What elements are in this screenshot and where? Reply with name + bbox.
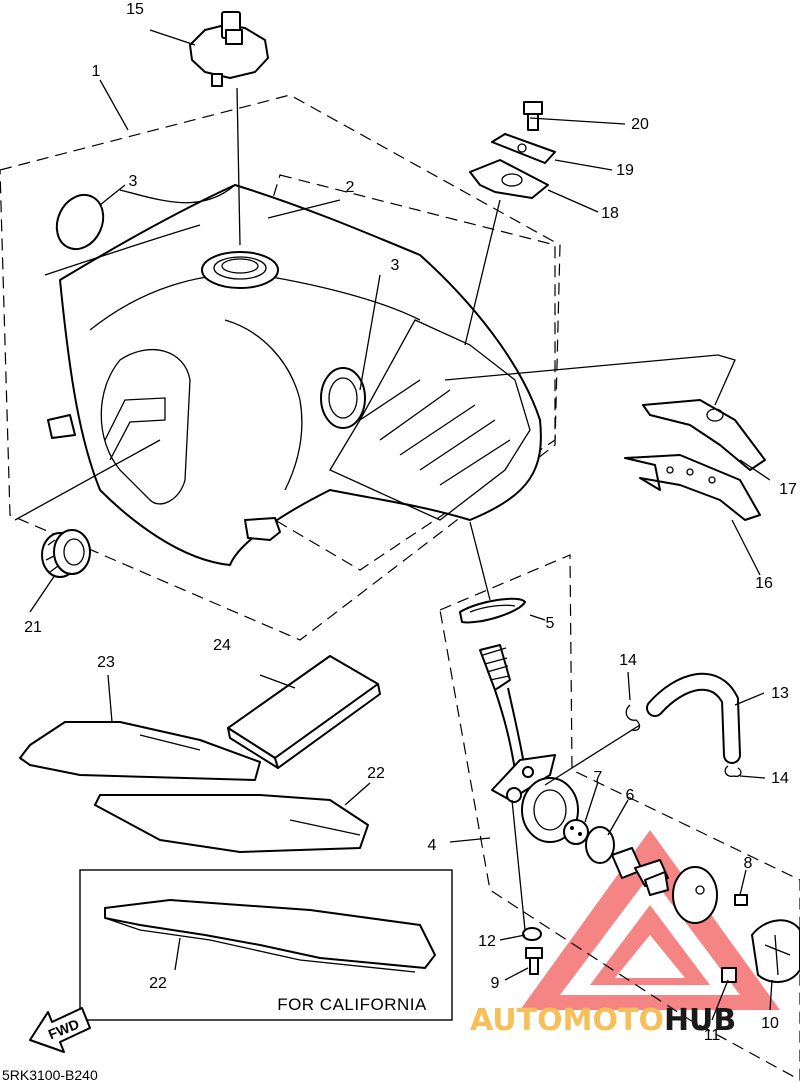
callout-13: 13	[771, 685, 789, 702]
callout-4: 4	[428, 837, 437, 854]
fuel-cock-assembly	[479, 644, 579, 931]
callout-6: 6	[626, 787, 635, 804]
screen-7	[563, 819, 589, 845]
bolt-20	[523, 101, 543, 131]
plate-19	[491, 133, 556, 164]
callout-labels: 1 2 3 3 4 5 6 7 8 9 10 11 12 13 14 14 15…	[24, 1, 797, 1044]
callout-15: 15	[126, 1, 144, 18]
callout-3b: 3	[391, 257, 400, 274]
watermark-triangle-logo	[520, 830, 780, 1010]
callout-14b: 14	[771, 770, 789, 787]
bracket-16	[624, 454, 761, 521]
fwd-arrow-icon	[29, 1007, 91, 1053]
grommet-21	[41, 529, 91, 578]
callout-20: 20	[631, 116, 649, 133]
clip-14b	[724, 765, 742, 778]
pad-22-upper	[94, 794, 369, 853]
california-box	[79, 869, 453, 1021]
callout-19: 19	[616, 162, 634, 179]
callout-16: 16	[755, 575, 773, 592]
lever-shaft	[611, 847, 669, 896]
callout-3a: 3	[129, 173, 138, 190]
california-note: FOR CALIFORNIA	[277, 995, 427, 1014]
callout-10: 10	[761, 1015, 779, 1032]
o-ring-6	[585, 826, 615, 864]
callout-11: 11	[704, 1027, 721, 1044]
pad-24	[227, 655, 381, 769]
damper-18	[469, 159, 549, 199]
diagram-code: 5RK3100-B240	[2, 1067, 98, 1083]
pad-22-california	[104, 899, 436, 969]
callout-5: 5	[546, 615, 555, 632]
plate-with-screw-8	[672, 866, 748, 924]
assembly-outline-1	[0, 94, 561, 641]
bracket-17	[642, 399, 766, 471]
callout-7: 7	[594, 769, 603, 786]
callout-14a: 14	[619, 652, 637, 669]
callout-12: 12	[478, 933, 496, 950]
watermark-part1: AUTOMOTO	[470, 1003, 664, 1038]
clip-14a	[625, 704, 641, 731]
leader-lines	[14, 29, 773, 1021]
callout-22b: 22	[149, 975, 167, 992]
gasket-5	[459, 597, 526, 624]
callout-2: 2	[346, 179, 355, 196]
screw-11	[721, 967, 737, 983]
callout-21: 21	[24, 619, 42, 636]
assembly-outline-4	[439, 554, 800, 1081]
watermark-part2: HUB	[664, 1003, 736, 1038]
callout-9: 9	[491, 975, 500, 992]
callout-22a: 22	[367, 765, 385, 782]
callout-18: 18	[601, 205, 619, 222]
lever-10	[751, 919, 800, 983]
filler-cap	[189, 11, 269, 87]
callout-17: 17	[779, 481, 797, 498]
watermark-text: AUTOMOTOHUB	[470, 1003, 736, 1038]
pad-23	[19, 721, 261, 781]
callout-1: 1	[92, 63, 101, 80]
fuel-tank	[44, 184, 542, 566]
washer-12	[522, 927, 542, 941]
callout-23: 23	[97, 654, 115, 671]
bolt-9	[525, 947, 543, 975]
callout-24: 24	[213, 637, 231, 654]
callout-8: 8	[744, 855, 753, 872]
